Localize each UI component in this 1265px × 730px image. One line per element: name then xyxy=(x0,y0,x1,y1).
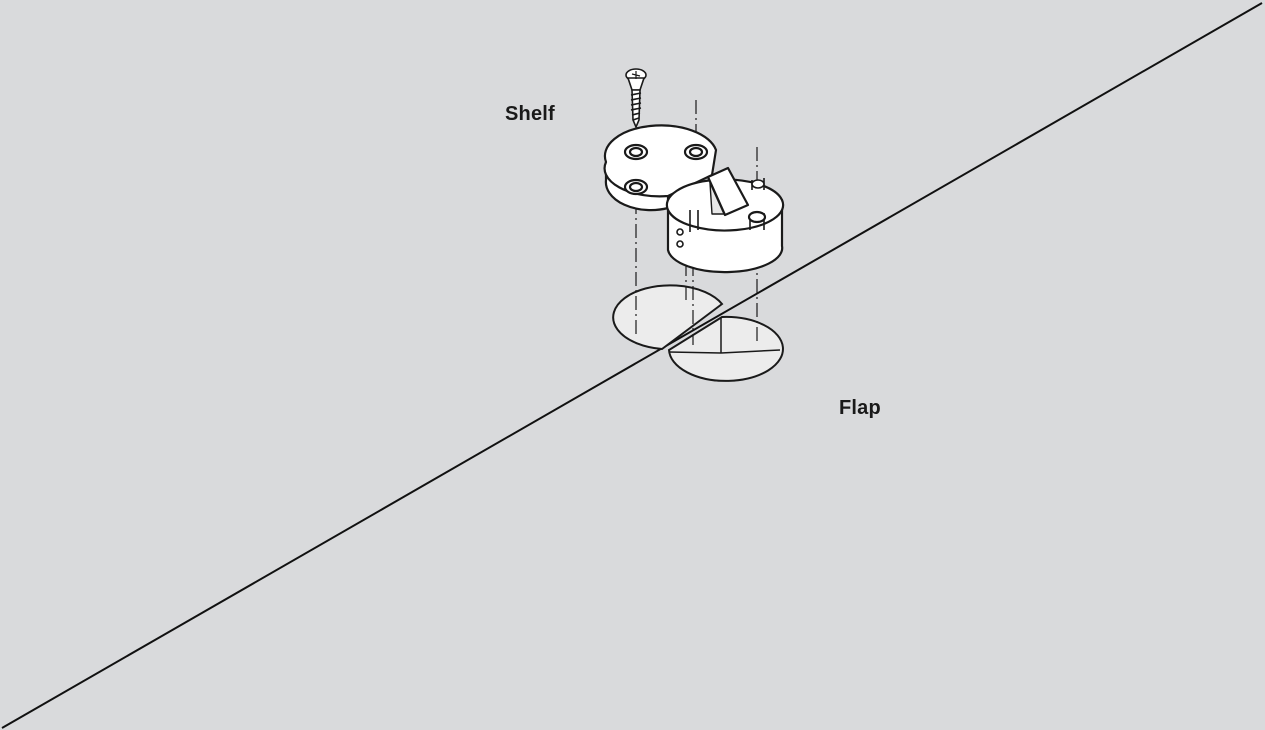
screw-icon xyxy=(625,68,647,130)
shelf-recess xyxy=(612,284,724,351)
flap-hinge-icon xyxy=(603,124,785,274)
shelf-label: Shelf xyxy=(505,103,555,125)
flap-recess xyxy=(667,315,784,382)
drill-holes xyxy=(612,284,784,382)
flap-label: Flap xyxy=(839,397,881,419)
